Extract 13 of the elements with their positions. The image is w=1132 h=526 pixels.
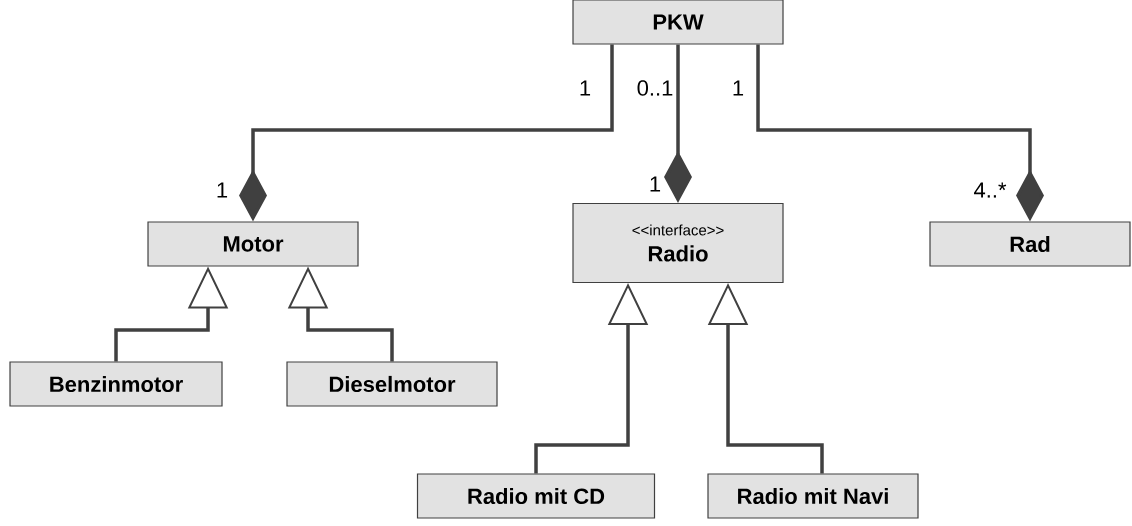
class-box: Radio mit Navi	[707, 473, 919, 519]
multiplicity-label: 1	[733, 80, 744, 96]
multiplicity-label: 4..*	[974, 182, 1007, 198]
class-box: Rad	[929, 221, 1131, 267]
class-box: Dieselmotor	[286, 361, 498, 407]
class-box: Motor	[147, 221, 359, 267]
class-box: PKW	[572, 0, 784, 45]
class-box: Radio mit CD	[416, 473, 656, 519]
class-box: Benzinmotor	[9, 361, 223, 407]
multiplicity-label: 1	[580, 80, 591, 96]
class-box: <<interface>> Radio	[572, 202, 784, 284]
multiplicity-label: 0..1	[637, 80, 673, 96]
multiplicity-label: 1	[217, 182, 228, 198]
